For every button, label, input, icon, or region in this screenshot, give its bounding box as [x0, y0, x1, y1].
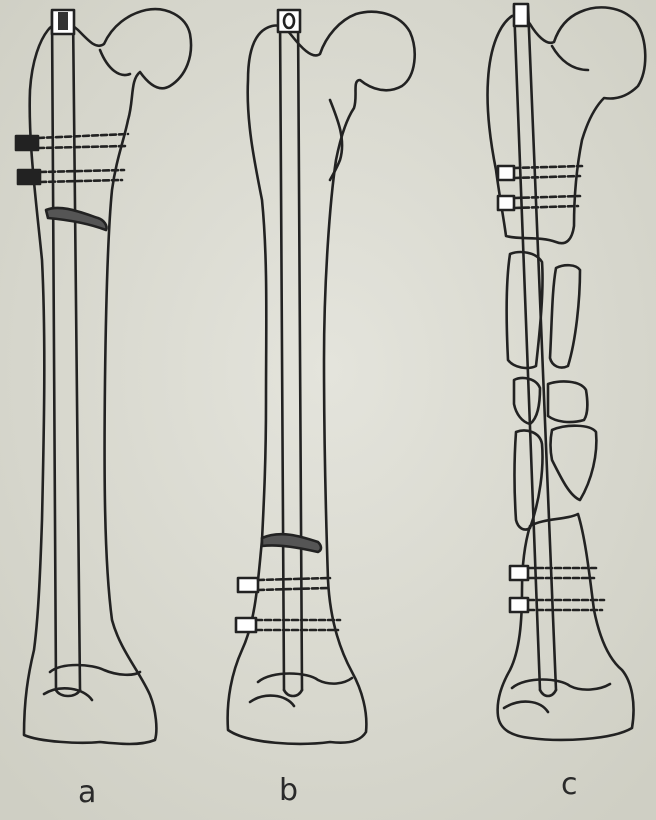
panel-a-label: a	[78, 778, 96, 808]
nail-c-head	[514, 4, 528, 26]
panel-c-label: c	[561, 770, 578, 800]
panel-b-label: b	[279, 776, 298, 806]
